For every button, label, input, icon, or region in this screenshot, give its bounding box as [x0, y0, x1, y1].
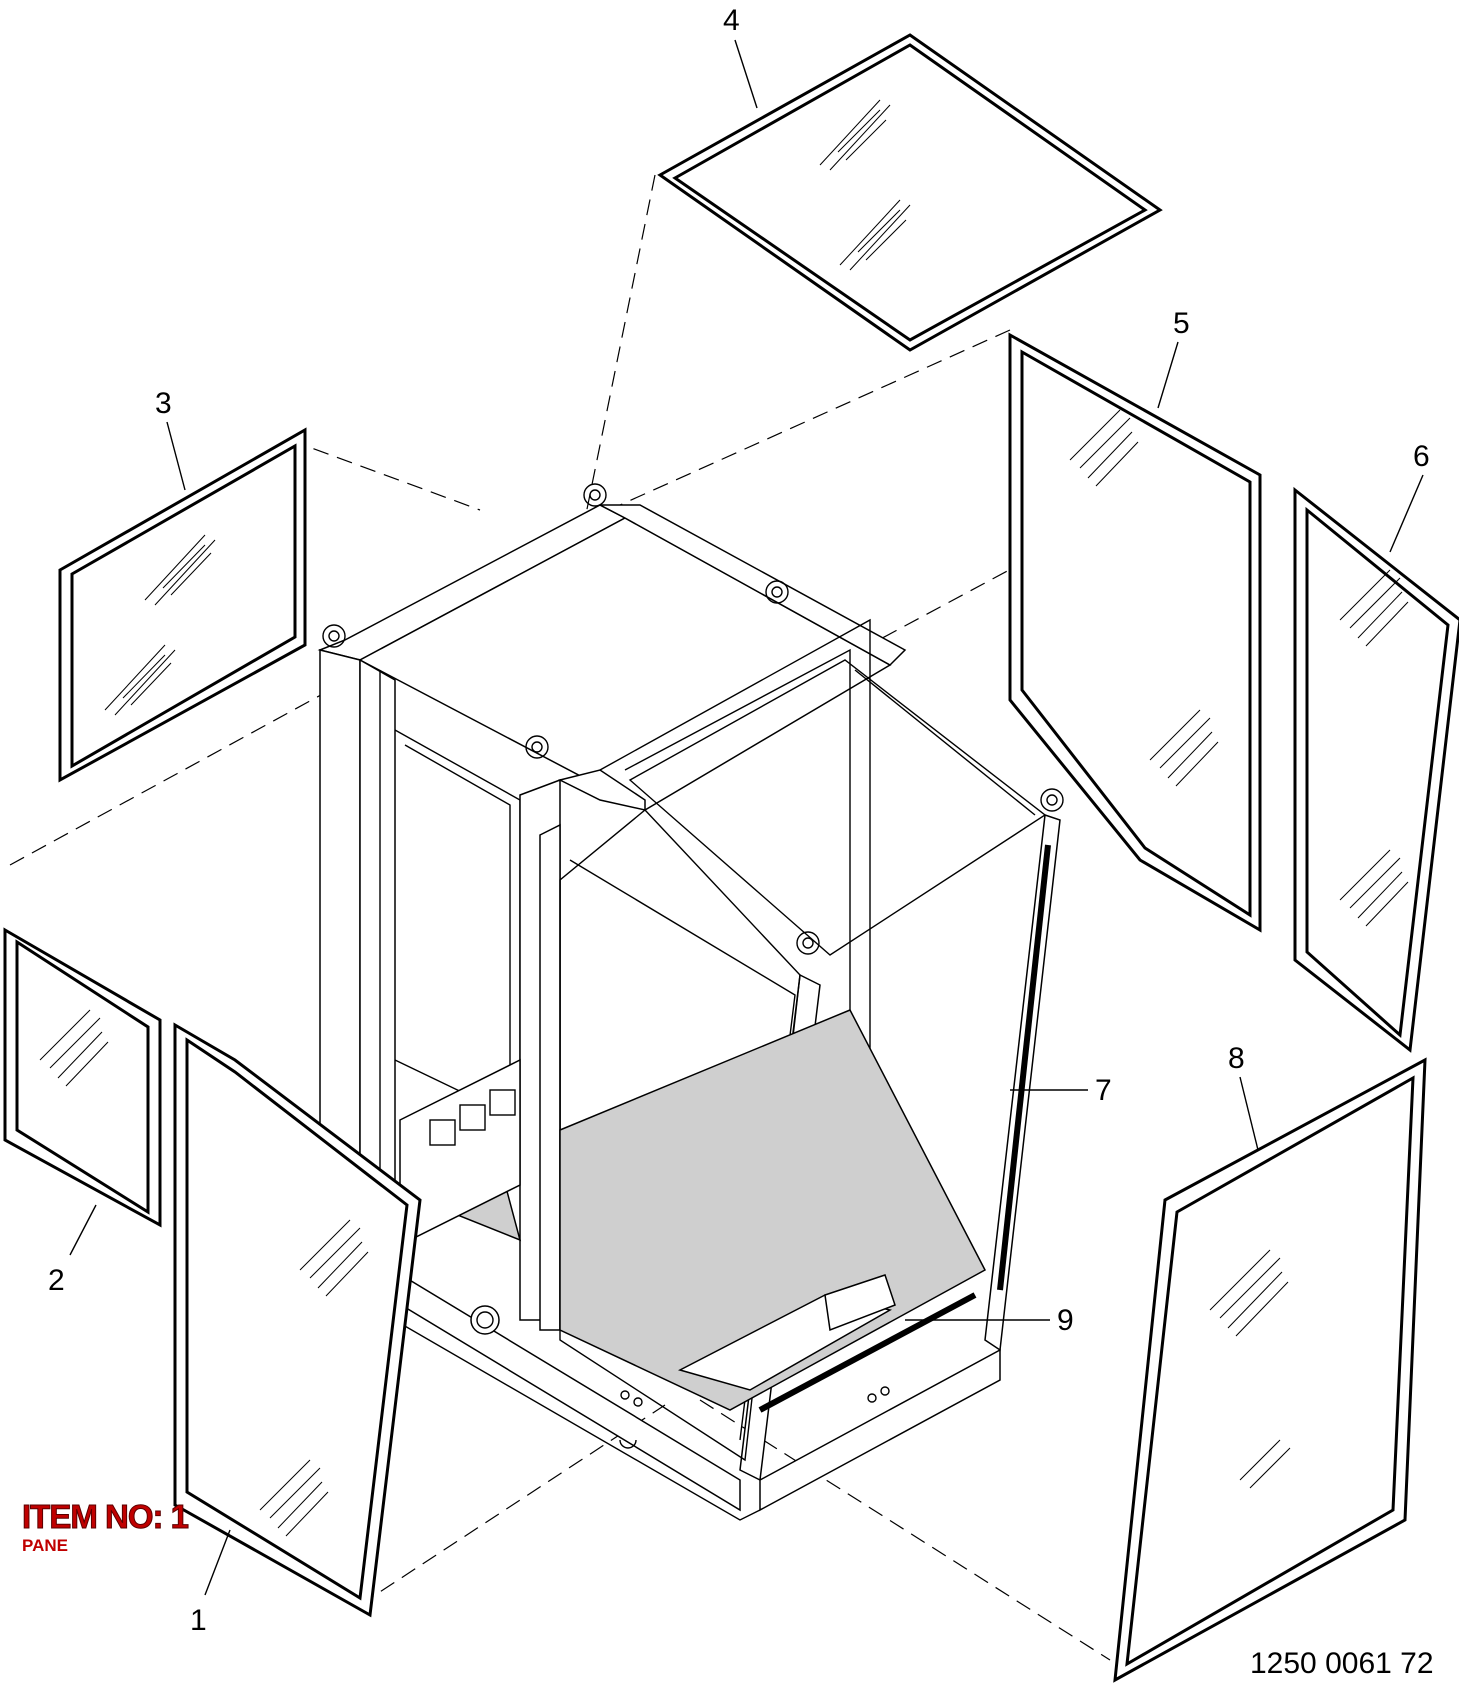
cab-frame: [317, 483, 1064, 1521]
pane-2: [3, 927, 162, 1228]
callout-8: 8: [1228, 1042, 1245, 1075]
pane-8: [1113, 1057, 1427, 1683]
drawing-number: 1250 0061 72: [1250, 1647, 1434, 1680]
pane-3: [58, 427, 307, 783]
item-number-label: ITEM NO: 1: [22, 1498, 189, 1535]
item-description: PANE: [22, 1536, 68, 1555]
callout-7: 7: [1095, 1074, 1112, 1107]
callout-2: 2: [48, 1264, 65, 1297]
pane-6: [1293, 486, 1459, 1053]
leader-lines: [69, 39, 1424, 1596]
callout-9: 9: [1057, 1304, 1074, 1337]
callout-4: 4: [723, 4, 740, 37]
callout-5: 5: [1173, 307, 1190, 340]
callout-6: 6: [1413, 440, 1430, 473]
callout-3: 3: [155, 387, 172, 420]
lifting-eye: [322, 483, 1064, 955]
pane-1: [173, 1022, 422, 1618]
callout-1: 1: [190, 1604, 207, 1637]
pane-5: [1008, 332, 1262, 933]
pane-4: [657, 33, 1163, 352]
